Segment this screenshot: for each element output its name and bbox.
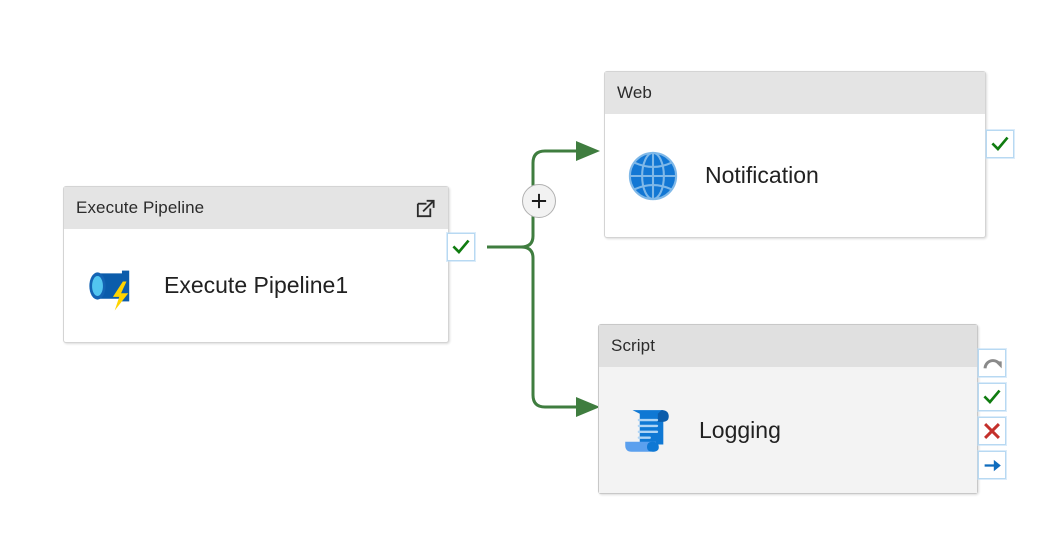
handle-execute-pipeline-success[interactable] (447, 233, 475, 261)
node-header-title: Execute Pipeline (76, 198, 205, 217)
arrowhead-web (576, 141, 600, 161)
plus-icon (531, 193, 547, 209)
handle-web-success[interactable] (986, 130, 1014, 158)
handle-script-failure[interactable] (978, 417, 1006, 445)
blue-arrow-icon (984, 459, 1001, 471)
node-header-web: Web (605, 72, 985, 114)
skip-arc-arrow-icon (983, 358, 1002, 369)
node-body-script: Logging (599, 367, 977, 493)
node-label-execute-pipeline: Execute Pipeline1 (164, 272, 349, 298)
node-header-script: Script (599, 325, 977, 367)
open-in-new-icon[interactable] (412, 195, 438, 221)
red-x-icon (984, 423, 1000, 439)
node-header-title: Script (611, 336, 656, 355)
node-execute-pipeline[interactable]: Execute Pipeline (63, 186, 449, 343)
node-script[interactable]: Script Logging (598, 324, 978, 494)
node-body-execute-pipeline: Execute Pipeline1 (64, 229, 448, 342)
node-header-title: Web (617, 83, 652, 102)
green-check-icon (983, 389, 1001, 404)
node-header-execute-pipeline: Execute Pipeline (64, 187, 448, 229)
globe-icon (623, 146, 683, 206)
add-activity-button[interactable] (522, 184, 556, 218)
arrowhead-script (576, 397, 600, 417)
handle-script-skipped[interactable] (978, 349, 1006, 377)
node-label-web: Notification (705, 162, 819, 188)
edge-to-script (520, 245, 576, 409)
execute-pipeline-icon (82, 256, 142, 316)
handle-script-success[interactable] (978, 383, 1006, 411)
node-label-script: Logging (699, 416, 781, 443)
node-web[interactable]: Web Notification (604, 71, 986, 238)
scroll-icon (617, 400, 677, 460)
green-check-icon (991, 136, 1009, 151)
node-body-web: Notification (605, 114, 985, 237)
handle-script-completion[interactable] (978, 451, 1006, 479)
green-check-icon (452, 239, 470, 254)
